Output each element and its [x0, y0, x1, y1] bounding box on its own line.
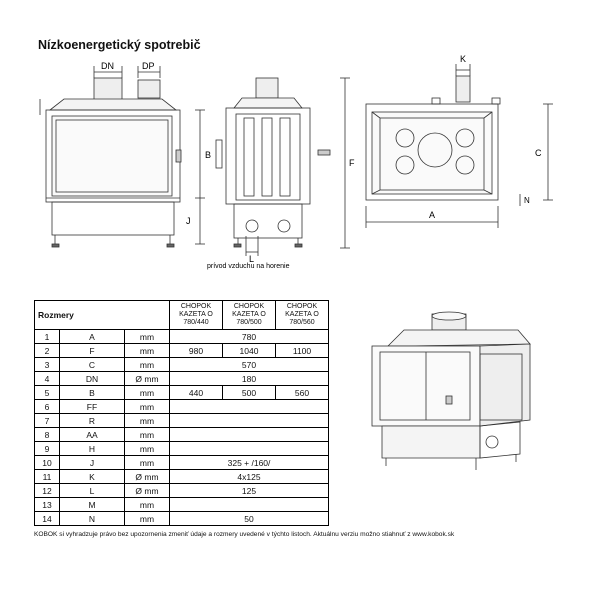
row-value: [169, 399, 329, 414]
row-unit: mm: [124, 427, 170, 442]
row-value: 570: [169, 357, 329, 372]
row-number: 6: [34, 399, 60, 414]
table-header-row: Rozmery CHOPOK KAZETA O 780/440 CHOPOK K…: [34, 300, 329, 330]
row-symbol: B: [59, 385, 125, 400]
row-value: 560: [275, 385, 329, 400]
row-unit: mm: [124, 343, 170, 358]
row-value: 440: [169, 385, 223, 400]
row-number: 9: [34, 441, 60, 456]
label-f: F: [349, 158, 355, 168]
row-number: 14: [34, 511, 60, 526]
row-value: 1100: [275, 343, 329, 358]
label-l: L: [249, 254, 254, 264]
row-symbol: J: [59, 455, 125, 470]
row-value: 325 + /160/: [169, 455, 329, 470]
row-symbol: L: [59, 483, 125, 498]
row-symbol: N: [59, 511, 125, 526]
label-dn: DN: [101, 61, 114, 71]
table-heading: Rozmery: [34, 300, 170, 330]
row-value: 1040: [222, 343, 276, 358]
caption: prívod vzduchu na horenie: [207, 263, 290, 270]
dimensions-table: Rozmery CHOPOK KAZETA O 780/440 CHOPOK K…: [34, 300, 329, 526]
row-unit: mm: [124, 511, 170, 526]
row-number: 13: [34, 497, 60, 512]
label-n: N: [524, 196, 530, 205]
row-number: 2: [34, 343, 60, 358]
row-value: 180: [169, 371, 329, 386]
row-value: [169, 413, 329, 428]
row-value: 500: [222, 385, 276, 400]
row-unit: mm: [124, 357, 170, 372]
footer-note: KOBOK si vyhradzuje právo bez upozorneni…: [34, 531, 455, 538]
row-symbol: M: [59, 497, 125, 512]
side-view: [215, 77, 350, 256]
label-j: J: [186, 216, 191, 226]
row-unit: mm: [124, 385, 170, 400]
label-a: A: [429, 210, 435, 220]
row-number: 12: [34, 483, 60, 498]
technical-drawings: DN DP B J L F prívod vzduchu na horenie: [39, 54, 553, 270]
row-number: 3: [34, 357, 60, 372]
row-unit: mm: [124, 413, 170, 428]
row-symbol: A: [59, 329, 125, 344]
row-number: 7: [34, 413, 60, 428]
row-symbol: K: [59, 469, 125, 484]
row-value: [169, 441, 329, 456]
row-value: 50: [169, 511, 329, 526]
column-header: CHOPOK KAZETA O 780/500: [222, 300, 276, 330]
front-view: [39, 66, 205, 248]
row-unit: mm: [124, 497, 170, 512]
label-k: K: [460, 54, 466, 64]
row-number: 8: [34, 427, 60, 442]
row-symbol: DN: [59, 371, 125, 386]
page-title: Nízkoenergetický spotrebič: [38, 38, 201, 52]
row-value: 4x125: [169, 469, 329, 484]
row-unit: mm: [124, 441, 170, 456]
row-unit: mm: [124, 399, 170, 414]
top-view: [365, 64, 553, 228]
row-unit: mm: [124, 455, 170, 470]
row-unit: Ø mm: [124, 371, 170, 386]
row-value: [169, 497, 329, 512]
row-value: [169, 427, 329, 442]
row-symbol: AA: [59, 427, 125, 442]
row-value: 780: [169, 329, 329, 344]
row-number: 11: [34, 469, 60, 484]
row-number: 1: [34, 329, 60, 344]
row-unit: Ø mm: [124, 483, 170, 498]
row-symbol: H: [59, 441, 125, 456]
row-number: 4: [34, 371, 60, 386]
row-value: 980: [169, 343, 223, 358]
label-dp: DP: [142, 61, 155, 71]
row-symbol: R: [59, 413, 125, 428]
column-header: CHOPOK KAZETA O 780/560: [275, 300, 329, 330]
label-c: C: [535, 148, 542, 158]
row-value: 125: [169, 483, 329, 498]
row-number: 5: [34, 385, 60, 400]
row-number: 10: [34, 455, 60, 470]
column-header: CHOPOK KAZETA O 780/440: [169, 300, 223, 330]
isometric-view: [371, 311, 531, 470]
row-symbol: F: [59, 343, 125, 358]
label-b: B: [205, 150, 211, 160]
row-symbol: C: [59, 357, 125, 372]
row-symbol: FF: [59, 399, 125, 414]
row-unit: mm: [124, 329, 170, 344]
row-unit: Ø mm: [124, 469, 170, 484]
